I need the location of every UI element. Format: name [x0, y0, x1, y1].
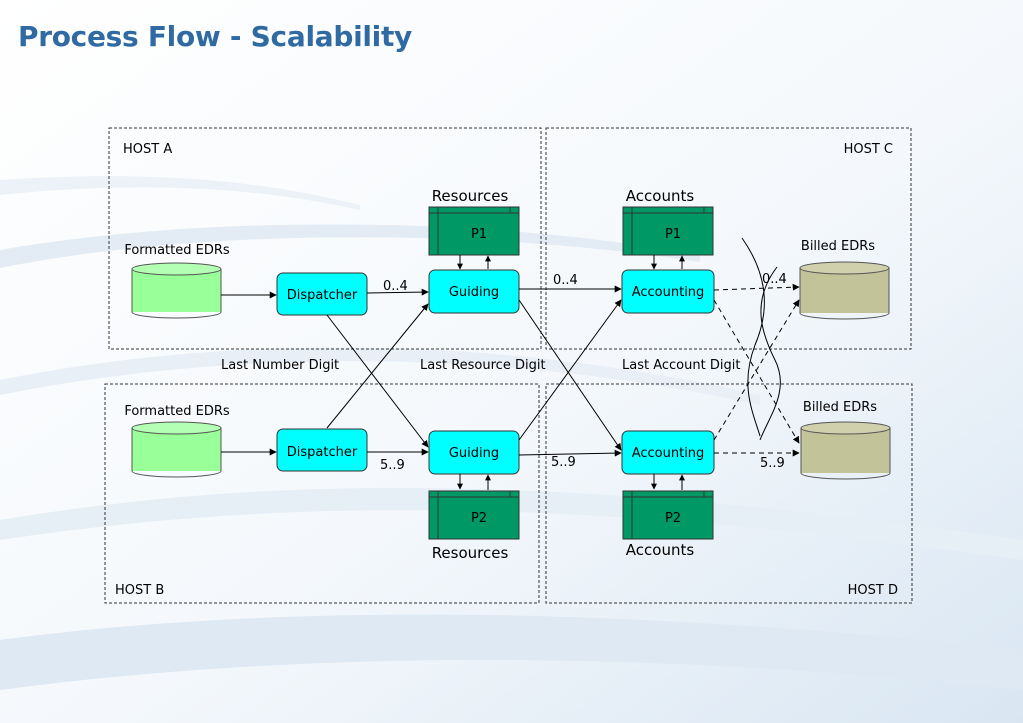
accounting-top-label: Accounting — [632, 285, 705, 300]
range-labels: 0..4 5..9 0..4 5..9 0..4 5..9 — [380, 272, 787, 473]
resources-partition-top: Resources P1 — [428, 187, 520, 256]
host-a-label: HOST A — [123, 142, 172, 157]
arrow-dispatcher-bottom-to-guiding-top — [326, 303, 429, 429]
arrow-guiding-bottom-to-accounting-top — [518, 299, 622, 441]
wavy-curve-right — [759, 266, 781, 441]
host-regions: HOST A HOST C HOST B HOST D — [104, 127, 913, 604]
formatted-edrs-store-bottom: Formatted EDRs — [124, 404, 230, 478]
resources-title-top: Resources — [432, 187, 509, 205]
guiding-top: Guiding — [428, 269, 520, 314]
arrow-dispatcher-top-to-guiding-bottom — [326, 314, 429, 448]
range-dispatch-top: 0..4 — [383, 279, 408, 294]
host-a-region — [108, 127, 542, 350]
range-accounting-bottom: 5..9 — [760, 456, 785, 471]
range-dispatch-bottom: 5..9 — [380, 458, 405, 473]
range-guiding-top: 0..4 — [553, 273, 578, 288]
resources-title-bottom: Resources — [432, 544, 509, 562]
note-last-number-digit: Last Number Digit — [221, 358, 339, 373]
billed-edrs-store-bottom: Billed EDRs — [800, 400, 891, 480]
note-last-resource-digit: Last Resource Digit — [420, 358, 546, 373]
accounts-title-bottom: Accounts — [626, 541, 695, 559]
dispatcher-bottom-label: Dispatcher — [287, 445, 358, 460]
host-d-label: HOST D — [848, 583, 898, 598]
arrow-dispatcher-top-to-guiding-top — [366, 288, 429, 296]
accounts-partition-bottom: P2 Accounts — [622, 490, 714, 559]
dispatcher-top: Dispatcher — [276, 272, 368, 316]
range-accounting-top: 0..4 — [762, 272, 787, 287]
guiding-bottom: Guiding — [428, 430, 520, 475]
guiding-top-label: Guiding — [449, 285, 499, 300]
arrow-guiding-bottom-to-accounting-bottom — [518, 449, 622, 457]
partition-notes: Last Number Digit Last Resource Digit La… — [221, 358, 740, 373]
accounts-p1-label: P1 — [665, 227, 681, 242]
accounting-bottom: Accounting — [621, 430, 715, 475]
accounts-title-top: Accounts — [626, 187, 695, 205]
accounting-top: Accounting — [621, 269, 715, 314]
accounting-bottom-label: Accounting — [632, 446, 705, 461]
guiding-bottom-label: Guiding — [449, 446, 499, 461]
wavy-curve-left — [741, 237, 765, 437]
host-b-label: HOST B — [115, 583, 164, 598]
arrow-guiding-top-to-accounting-bottom — [518, 299, 622, 451]
dispatcher-top-label: Dispatcher — [287, 288, 358, 303]
billed-edrs-label-top: Billed EDRs — [801, 239, 875, 254]
accounts-p2-label: P2 — [665, 511, 681, 526]
formatted-edrs-label-top: Formatted EDRs — [124, 243, 230, 258]
arrow-accounting-top-to-billed-top — [713, 283, 800, 291]
dispatcher-bottom: Dispatcher — [276, 428, 368, 472]
arrow-accounting-bottom-to-billed-top — [713, 299, 800, 441]
host-c-region — [545, 127, 912, 350]
host-d-region — [545, 383, 913, 604]
formatted-edrs-store-top: Formatted EDRs — [124, 243, 230, 319]
billed-edrs-label-bottom: Billed EDRs — [803, 400, 877, 415]
connector-arrows — [221, 255, 800, 490]
formatted-edrs-label-bottom: Formatted EDRs — [124, 404, 230, 419]
billed-edrs-store-top: Billed EDRs — [799, 239, 890, 320]
host-b-region — [104, 383, 540, 604]
resources-partition-bottom: P2 Resources — [428, 490, 520, 562]
accounts-partition-top: Accounts P1 — [622, 187, 714, 256]
range-guiding-bottom: 5..9 — [551, 455, 576, 470]
arrow-accounting-top-to-billed-bottom — [713, 299, 800, 444]
resources-p1-label: P1 — [471, 227, 487, 242]
note-last-account-digit: Last Account Digit — [622, 358, 740, 373]
break-curves — [741, 237, 781, 441]
host-c-label: HOST C — [844, 142, 893, 157]
page-title: Process Flow - Scalability — [18, 20, 413, 53]
resources-p2-label: P2 — [471, 511, 487, 526]
